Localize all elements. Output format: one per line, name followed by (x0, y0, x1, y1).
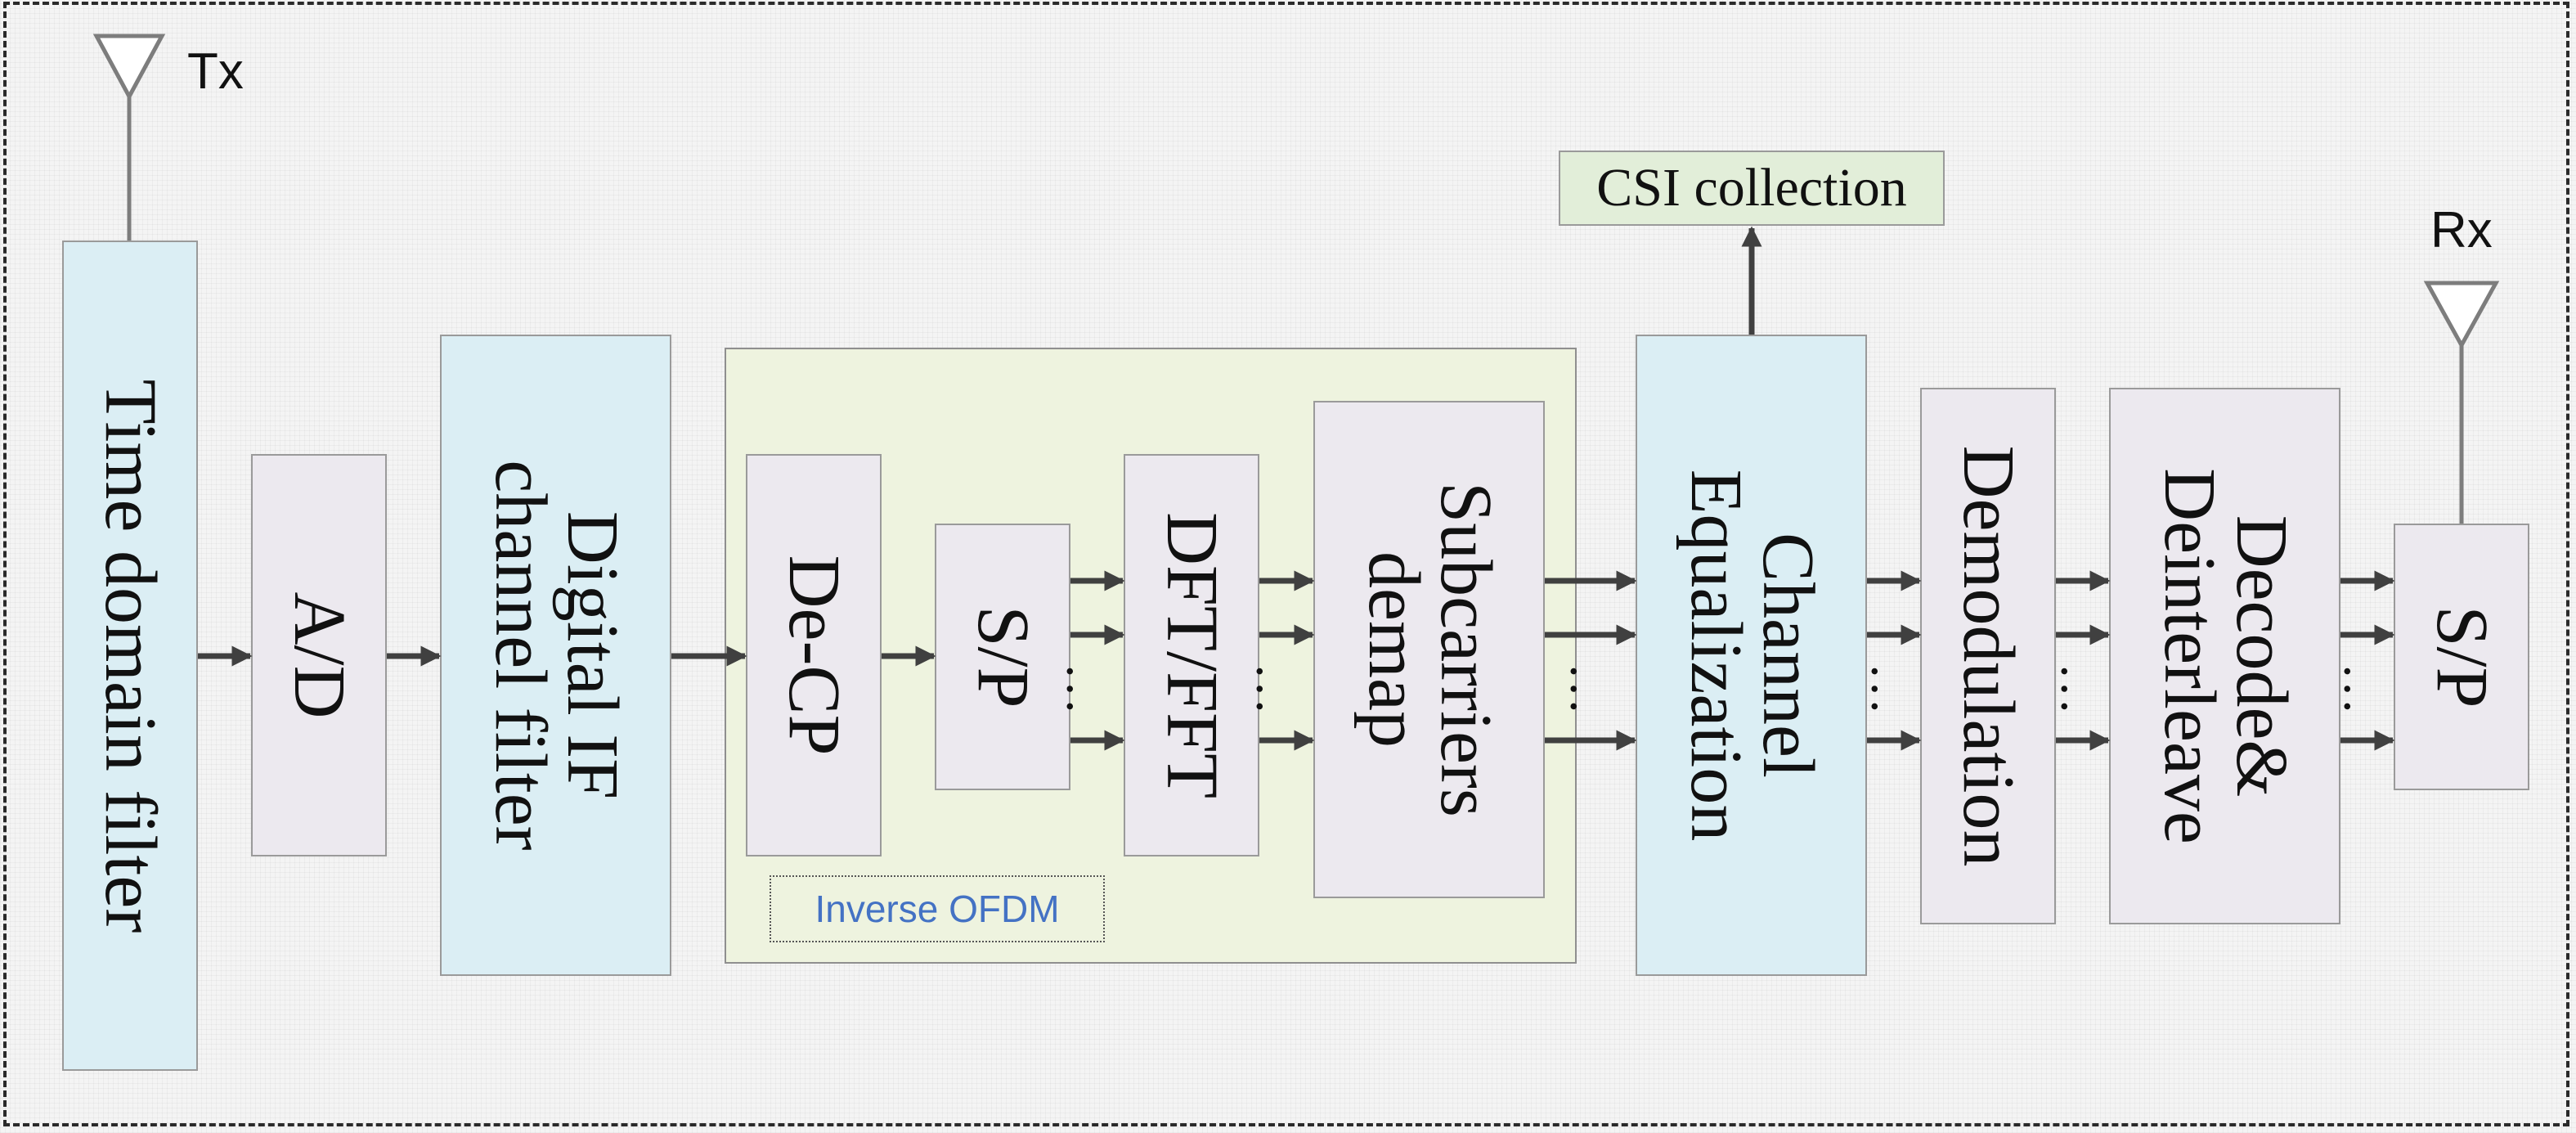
ellipsis-dft-demap: … (1245, 663, 1304, 715)
demodulation-block: Demodulation (1920, 388, 2056, 924)
ellipsis-decode-sp: … (2333, 663, 2391, 715)
decode-deinterleave-block: Decode& Deinterleave (2109, 388, 2340, 924)
ad-converter-block: A/D (251, 454, 387, 856)
arrows-demap-to-eq (1545, 570, 1637, 751)
sp-block-1: S/P (935, 524, 1070, 790)
inverse-ofdm-label: Inverse OFDM (815, 888, 1060, 930)
channel-equalization-block: Channel Equalization (1636, 335, 1867, 976)
tx-antenna-icon (92, 34, 166, 241)
arrows-demod-to-decode (2056, 570, 2111, 751)
arrows-sp-to-dft (1070, 570, 1125, 751)
sp-block-2: S/P (2394, 524, 2529, 790)
tx-antenna-label: Tx (187, 43, 244, 100)
inverse-ofdm-label-box: Inverse OFDM (770, 875, 1105, 942)
csi-collection-label: CSI collection (1596, 158, 1907, 218)
csi-collection-block: CSI collection (1559, 151, 1945, 226)
arrows-dft-to-demap (1259, 570, 1315, 751)
ellipsis-demap-eq: … (1560, 663, 1618, 715)
arrows-eq-to-demod (1867, 570, 1922, 751)
subcarriers-demap-block: Subcarriers demap (1313, 401, 1545, 898)
arrows-decode-to-sp (2340, 570, 2395, 751)
rx-antenna-label: Rx (2430, 202, 2493, 259)
time-domain-filter-block: Time domain filter (62, 241, 198, 1071)
ellipsis-eq-demod: … (1860, 663, 1919, 715)
de-cp-block: De-CP (746, 454, 882, 856)
rx-antenna-icon (2423, 281, 2500, 524)
dft-fft-block: DFT/FFT (1124, 454, 1259, 856)
ellipsis-sp-dft: … (1056, 663, 1114, 715)
diagram-frame (3, 2, 2569, 1126)
ellipsis-demod-decode: … (2050, 663, 2108, 715)
